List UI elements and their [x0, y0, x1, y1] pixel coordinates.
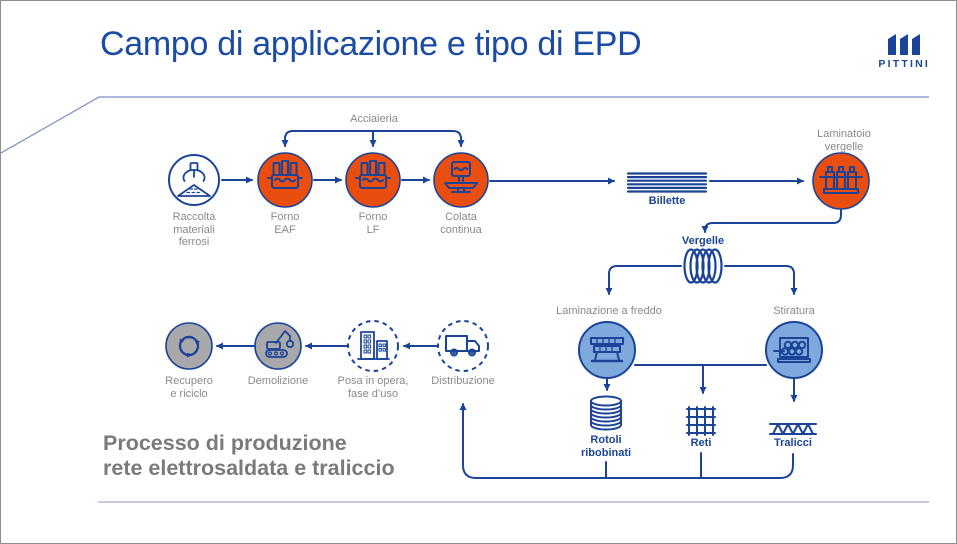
- buildings-icon: [357, 331, 390, 360]
- label-colata: Colata continua: [440, 211, 482, 236]
- demolition-crane-icon: [265, 330, 295, 358]
- label-forno-eaf: Forno EAF: [270, 211, 300, 236]
- label-posa: Posa in opera, fase d’uso: [337, 375, 409, 400]
- mesh-grid-icon: [686, 406, 716, 436]
- arrow-laminatoio-vergelle: [701, 208, 842, 233]
- label-vergelle: Vergelle: [681, 235, 725, 247]
- node-demolizione: [254, 322, 302, 370]
- label-raccolta: Raccolta materiali ferrosi: [172, 211, 216, 248]
- collector-to-distribuzione: [459, 403, 794, 479]
- label-stiratura: Stiratura: [773, 305, 815, 317]
- label-forno-lf: Forno LF: [358, 211, 388, 236]
- node-posa: [347, 320, 399, 372]
- billette-icon: [626, 172, 708, 193]
- node-laminazione: [578, 321, 636, 379]
- node-recupero: [165, 322, 213, 370]
- cold-rolling-icon: [590, 337, 624, 363]
- node-distribuzione: [437, 320, 489, 372]
- wire-coil-icon: [683, 248, 723, 284]
- node-laminatoio: [812, 152, 870, 210]
- node-raccolta: [168, 154, 220, 206]
- scrap-claw-icon: [177, 162, 211, 197]
- label-laminazione: Laminazione a freddo: [556, 305, 662, 317]
- arrow-vergelle-laminazione: [605, 265, 682, 295]
- pittini-bars-icon: [888, 34, 921, 55]
- header-divider-line: [1, 96, 929, 154]
- rolling-mill-icon: [819, 166, 863, 194]
- page-title: Campo di applicazione e tipo di EPD: [100, 25, 642, 63]
- label-laminatoio: Laminatoio vergelle: [817, 128, 871, 153]
- arrow-vergelle-stiratura: [724, 265, 798, 295]
- stretching-machine-icon: [773, 337, 811, 363]
- recycle-icon: [178, 335, 201, 358]
- label-recupero: Recupero e riciclo: [165, 375, 213, 400]
- truss-icon: [769, 423, 817, 435]
- caption: Processo di produzione rete elettrosalda…: [103, 431, 395, 480]
- casting-ladle-icon: [444, 161, 478, 193]
- brand-logo: PITTINI: [878, 31, 930, 70]
- truck-icon: [445, 335, 480, 357]
- label-distribuzione: Distribuzione: [431, 375, 495, 387]
- label-reti: Reti: [690, 437, 712, 449]
- label-acciaieria: Acciaieria: [350, 113, 398, 125]
- label-demolizione: Demolizione: [247, 375, 309, 387]
- label-tralicci: Tralicci: [774, 437, 812, 449]
- label-rotoli: Rotoli ribobinati: [580, 434, 632, 459]
- label-billette: Billette: [648, 195, 686, 207]
- node-colata-continua: [433, 152, 489, 208]
- brand-name: PITTINI: [878, 58, 930, 70]
- rewound-coil-icon: [590, 395, 622, 431]
